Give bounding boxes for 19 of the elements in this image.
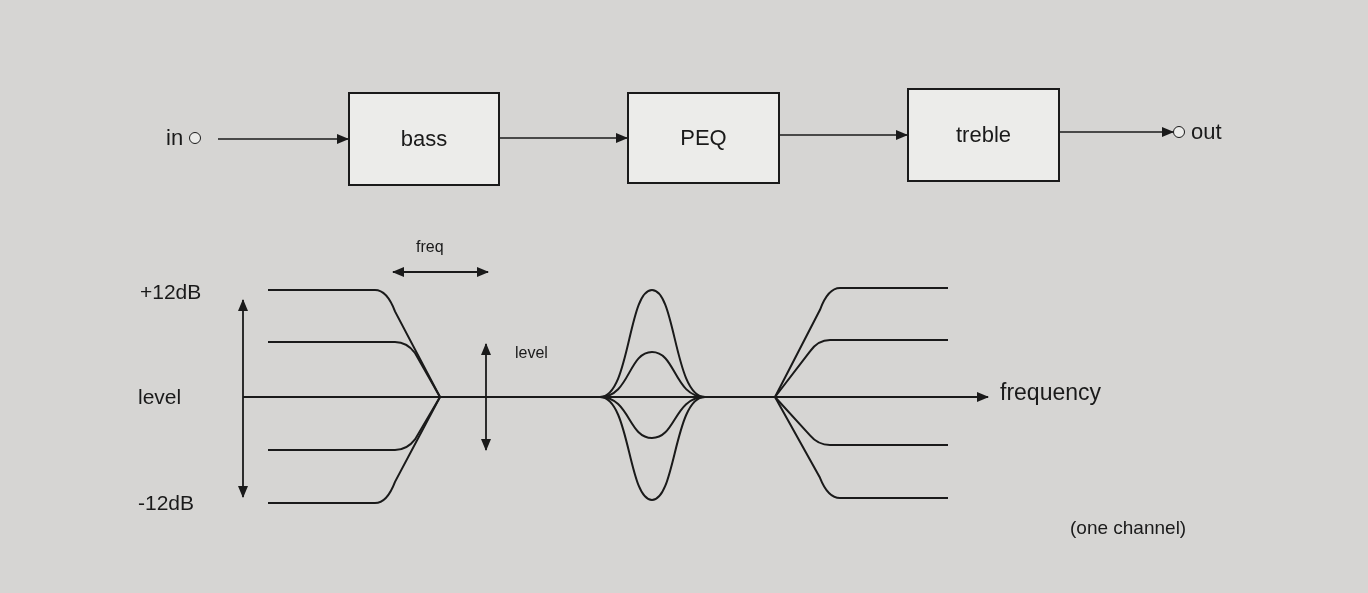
arrow [499,133,628,143]
node-text: out [1191,119,1222,145]
axis-label: (one channel) [1070,517,1187,539]
node-text: in [166,125,184,151]
axis-label: freq [416,238,444,256]
axis-label: -12dB [138,491,195,515]
axis-label: +12dB [140,280,202,304]
arrow [217,134,349,144]
node-text: PEQ [680,125,727,151]
arrow [1059,127,1174,137]
process-box [627,92,780,184]
axis-label: frequency [1000,379,1101,406]
axis-label: level [138,385,182,409]
process-box [348,92,500,186]
axis-label: level [515,344,548,362]
arrow [779,130,908,140]
process-box [907,88,1060,182]
node-text: bass [400,126,448,152]
node-text: treble [955,122,1011,148]
